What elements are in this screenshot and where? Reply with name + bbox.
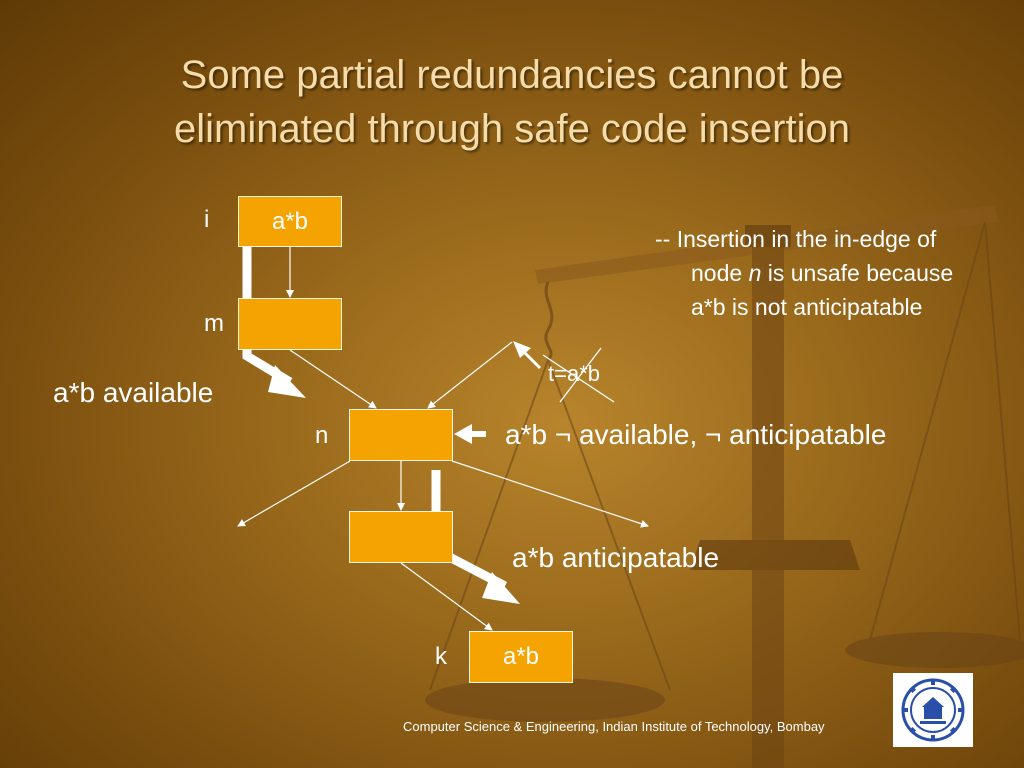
not-available-pointer-head — [454, 424, 472, 444]
node-k-content: a*b — [502, 643, 540, 670]
available-arrowhead — [268, 365, 306, 398]
footer-text: Computer Science & Engineering, Indian I… — [403, 719, 825, 734]
edge-n-out-left — [237, 460, 351, 527]
available-label: a*b available — [53, 377, 214, 408]
edge-m-n — [289, 349, 377, 409]
node-n — [349, 409, 453, 461]
node-m — [238, 298, 342, 350]
slide-title: Some partial redundancies cannot be elim… — [60, 48, 964, 156]
cross-out-line-2 — [559, 347, 602, 403]
edge-in-n — [427, 341, 513, 409]
node-i-content: a*b — [271, 207, 309, 235]
node-i: a*b — [238, 196, 342, 247]
anticipatable-label: a*b anticipatable — [512, 542, 720, 573]
edge-below-k — [400, 562, 493, 631]
note-line-2: node n is unsafe because — [655, 256, 953, 290]
title-line-1: Some partial redundancies cannot be — [180, 53, 844, 97]
iit-bombay-seal-icon — [901, 678, 965, 742]
edge-n-out-right — [451, 460, 649, 528]
note-line-2-prefix: node — [691, 260, 749, 286]
node-label-i: i — [204, 206, 210, 233]
not-available-label: a*b ¬ available, ¬ anticipatable — [505, 419, 887, 450]
node-label-m: m — [204, 310, 224, 337]
t-pointer-shaft — [522, 350, 542, 370]
title-line-2: eliminated through safe code insertion — [174, 107, 850, 151]
node-k: a*b — [469, 631, 573, 683]
iit-bombay-logo — [893, 673, 973, 747]
note-line-2-italic: n — [748, 260, 762, 286]
note-line-1: -- Insertion in the in-edge of — [655, 226, 937, 252]
node-label-k: k — [435, 643, 447, 670]
t-pointer-head — [513, 341, 531, 358]
anticipatable-arrowhead — [482, 572, 520, 604]
side-note: -- Insertion in the in-edge of node n is… — [655, 222, 953, 324]
edge-label-t: t=a*b — [548, 361, 600, 386]
node-below-n — [349, 511, 453, 563]
note-line-2-suffix: is unsafe because — [761, 260, 954, 286]
node-label-n: n — [315, 422, 329, 449]
note-line-3: a*b is not anticipatable — [691, 294, 923, 320]
